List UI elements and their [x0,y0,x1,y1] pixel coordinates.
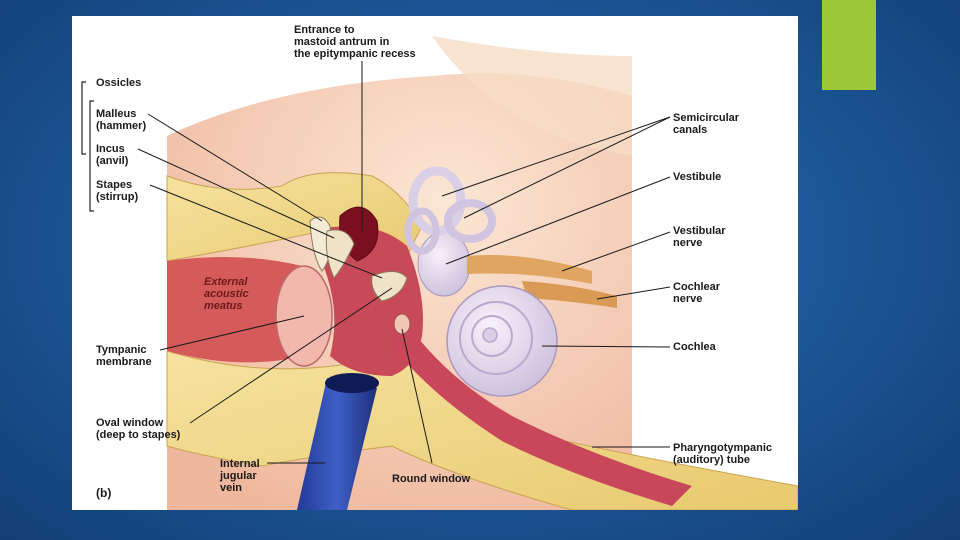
label-malleus: Malleus(hammer) [96,108,146,132]
label-incus: Incus(anvil) [96,143,128,167]
label-vestibule: Vestibule [673,171,721,183]
label-pharyngotympanic-tube: Pharyngotympanic(auditory) tube [673,442,772,466]
internal-jugular-vein-opening [325,373,379,393]
label-cochlea: Cochlea [673,341,716,353]
label-oval-window: Oval window(deep to stapes) [96,417,180,441]
ossicles-bracket [82,82,94,211]
label-ossicles: Ossicles [96,77,141,89]
accent-bar [822,0,876,90]
cochlea-apex [483,328,497,342]
label-stapes: Stapes(stirrup) [96,179,138,203]
panel-letter: (b) [96,487,111,499]
ear-illustration [72,16,798,510]
label-round-window: Round window [392,473,470,485]
